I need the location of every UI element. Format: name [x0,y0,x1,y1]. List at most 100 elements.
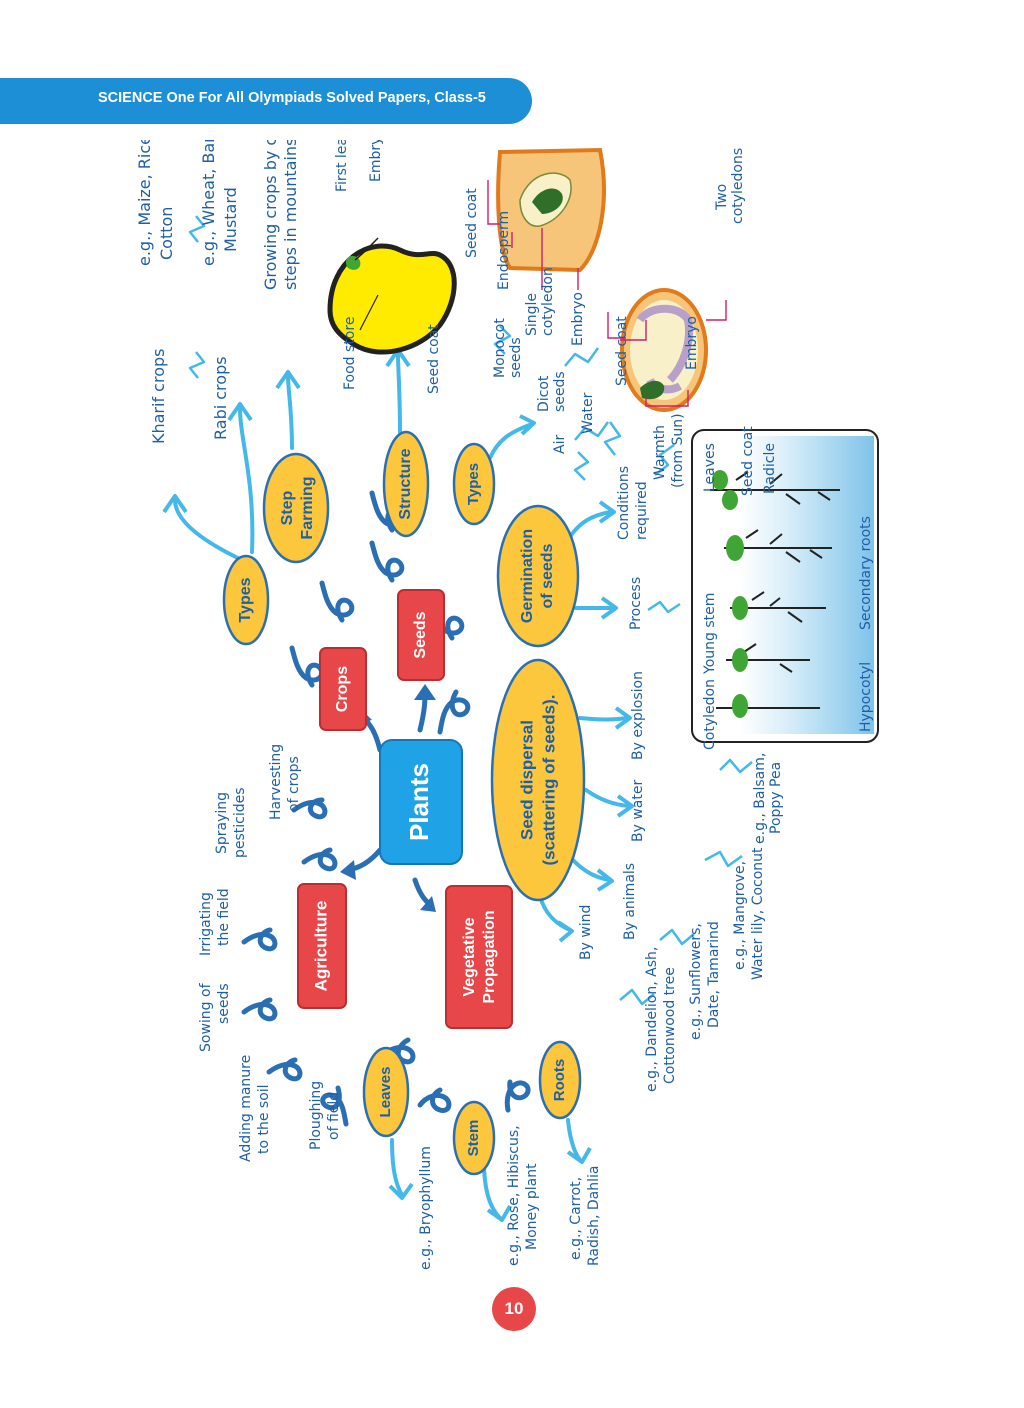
germination-process-box [691,429,879,743]
ploughing-label-1: Ploughing [308,1081,324,1150]
kharif-eg-label-1: e.g., Maize, Rice, [135,140,154,266]
spraying-label-1: Spraying [214,792,230,854]
kharif-label: Kharif crops [149,349,168,444]
explosion-eg-label-1: e.g., Balsam, [752,753,768,844]
conditions-label-2: required [634,481,650,540]
header-title: SCIENCE One For All Olympiads Solved Pap… [98,90,486,106]
dispersal-label-2: (scattering of seeds). [539,695,558,866]
roots-eg-label-1: e.g., Carrot, [568,1177,584,1260]
pl-seed-coat-label: Seed coat [740,426,756,496]
leaves-node-label: Leaves [377,1067,394,1118]
step-desc-label-2: steps in mountains. [281,140,300,290]
two-cot-label-1: Two [714,184,730,211]
water-eg-label-1: e.g., Mangrove, [732,861,748,970]
animals-eg-label-2: Date, Tamarind [706,921,722,1028]
crops-types-node: Types [222,554,270,646]
central-node: Plants [379,739,463,865]
mind-map: Plants Crops Seeds Agriculture Vegetativ… [135,140,879,1270]
rabi-eg-label-2: Mustard [221,187,240,252]
dispersal-label-1: Seed dispersal [517,720,536,840]
step-farming-label-2: Farming [299,476,316,539]
mono-endosperm-label: Endosperm [496,211,512,290]
embryo-struct-label: Embryo [368,140,384,182]
pl-secondary-label: Secondary roots [858,516,874,630]
vegetative-node: Vegetative Propagation [445,885,513,1029]
warmth-label-1: Warmth [652,425,668,480]
germination-node: Germination of seeds [496,504,580,648]
dicot-label-2: seeds [552,371,568,412]
rabi-eg-label-1: e.g., Wheat, Barley, [199,140,218,266]
germination-label-2: of seeds [539,543,556,608]
irrigating-label-1: Irrigating [198,892,214,956]
agriculture-label: Agriculture [311,901,330,992]
animals-eg-label-1: e.g., Sunflowers, [688,923,704,1040]
dicot-seed-coat-label: Seed coat [614,316,630,386]
pl-young-stem-label: Young stem [702,593,718,675]
sowing-label-2: seeds [216,983,232,1024]
dicot-seed-drawing [620,288,708,412]
structure-label: Structure [397,448,414,519]
crops-label: Crops [334,666,351,712]
mono-embryo-label: Embryo [570,292,586,346]
vegetative-label-2: Propagation [481,910,498,1003]
by-water-label: By water [630,780,646,842]
dispersal-node: Seed dispersal (scattering of seeds). [490,658,586,902]
step-farming-node: Step Farming [262,452,330,564]
wind-eg-label-2: Cottonwood tree [662,967,678,1084]
step-farming-label-1: Step [279,490,296,525]
monocot-label-1: Monocot [492,318,508,378]
two-cot-label-2: cotyledons [730,148,746,224]
harvesting-label-1: Harvesting [268,744,284,820]
pl-radicle-label: Radicle [762,443,778,494]
stem-node-label: Stem [465,1120,482,1157]
leaves-eg-label: e.g., Bryophyllum [418,1146,434,1270]
dicot-label-1: Dicot [536,375,552,412]
ploughing-label-2: of field [326,1092,342,1140]
conditions-label-1: Conditions [616,466,632,540]
pl-cotyledon-label: Cotyledon [702,679,718,750]
agriculture-node: Agriculture [297,883,347,1009]
connectors [162,348,634,1222]
rotated-labels: Kharif crops e.g., Maize, Rice,CottonRabi… [135,140,874,1270]
sowing-label-1: Sowing of [198,982,214,1052]
structure-node: Structure [382,430,430,538]
zigzag-connectors [188,215,753,1006]
manure-label-1: Adding manure [238,1055,254,1162]
rabi-label: Rabi crops [211,356,230,440]
vegetative-label-1: Vegetative [461,917,478,996]
mono-single-cot-label-2: cotyledon [540,267,556,336]
page-number: 10 [492,1287,536,1331]
irrigating-label-2: the field [216,888,232,946]
roots-eg-label-2: Radish, Dahlia [586,1166,602,1266]
mono-seed-coat-label: Seed coat [464,188,480,258]
manure-label-2: to the soil [256,1084,272,1154]
process-label: Process [628,577,644,630]
monocot-label-2: seeds [508,337,524,378]
by-explosion-label: By explosion [630,671,646,760]
explosion-eg-label-2: Poppy Pea [768,762,784,834]
crops-types-label: Types [237,577,254,622]
seed-label-connectors [487,180,727,407]
first-leaf-label: First leaf [334,140,350,192]
crops-node: Crops [319,647,367,731]
dicot-embryo-label: Embryo [684,316,700,370]
warmth-label-2: (from Sun) [670,413,686,488]
seed-types-label: Types [465,463,482,505]
pl-hypocotyl-label: Hypocotyl [858,662,874,732]
leaves-node: Leaves [362,1046,410,1138]
header-bar [0,78,532,124]
food-store-label: Food store [342,317,358,390]
stem-eg-label-1: e.g., Rose, Hibiscus, [506,1125,522,1266]
germination-label-1: Germination [519,529,536,623]
seeds-label: Seeds [412,611,429,658]
stem-node: Stem [452,1100,496,1176]
water-label: Water [580,392,596,434]
pl-leaves-label: Leaves [702,443,718,492]
seed-types-node: Types [452,442,496,526]
seed-coat-struct-label: Seed coat [426,324,442,394]
mono-single-cot-label-1: Single [524,293,540,336]
kharif-eg-label-2: Cotton [157,207,176,260]
roots-node-label: Roots [551,1059,568,1102]
monocot-seed-drawing [496,147,606,273]
air-label: Air [552,435,568,454]
